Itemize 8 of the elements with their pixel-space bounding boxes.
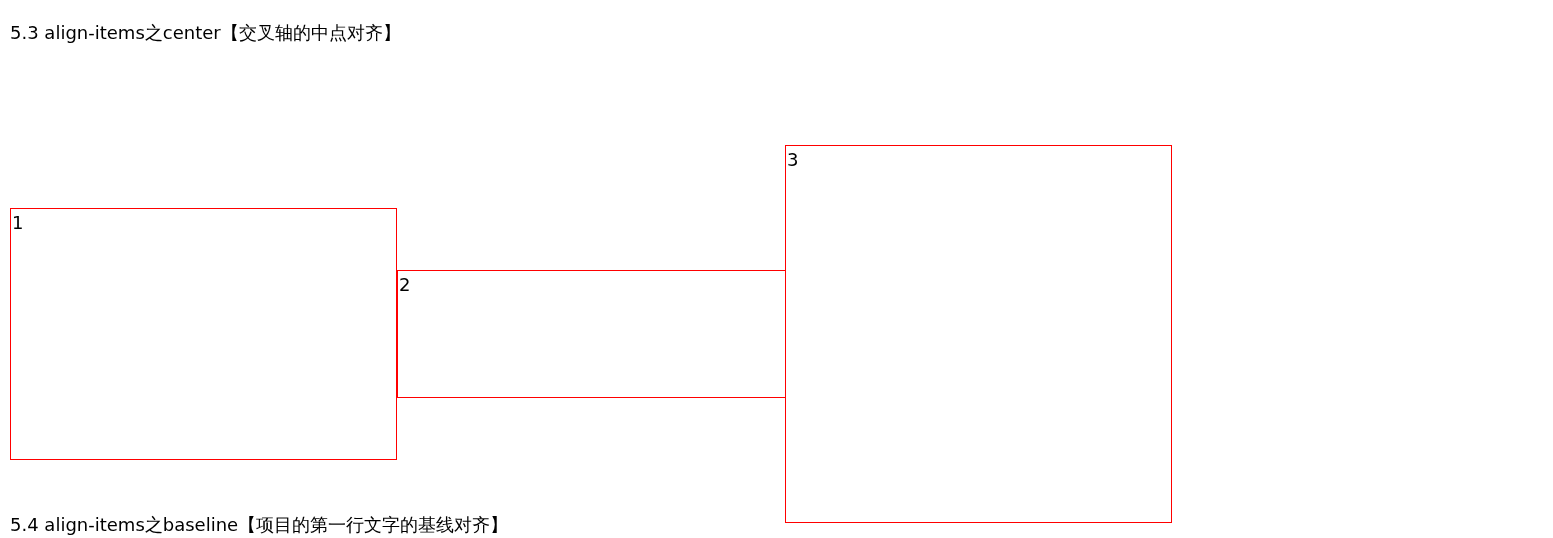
item-number: 3 (787, 149, 799, 171)
section-heading: 5.3 align-items之center【交叉轴的中点对齐】 (10, 22, 401, 44)
flex-item-box (785, 145, 1172, 523)
item-number: 1 (12, 212, 24, 234)
flex-item-box (397, 270, 786, 398)
flex-item-box (10, 208, 397, 460)
section-heading: 5.4 align-items之baseline【项目的第一行文字的基线对齐】 (10, 514, 509, 536)
item-number: 2 (399, 274, 411, 296)
